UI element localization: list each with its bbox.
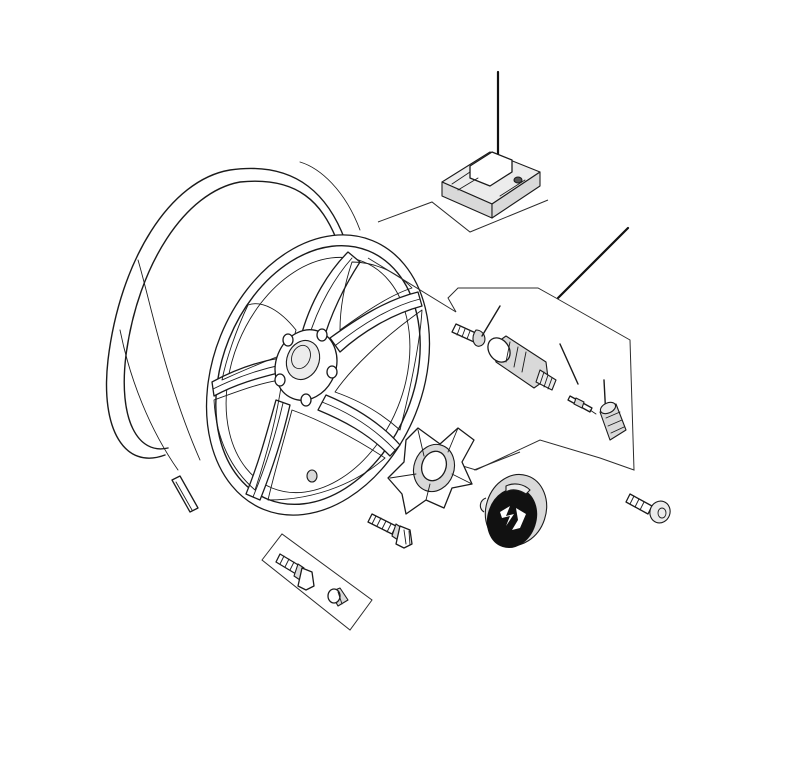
spoke-bottom-ridge — [252, 402, 284, 498]
valve-cap-top — [599, 401, 617, 415]
valve-stem — [487, 335, 557, 391]
valve-stem-tip-lines — [539, 371, 553, 390]
wheel-rim[interactable] — [105, 161, 470, 549]
callout-line-valve-kit — [556, 226, 630, 300]
locking-bolt — [275, 553, 315, 591]
callout-line-valve-core — [559, 343, 579, 385]
valve-core-pin — [589, 409, 597, 415]
lug-hole-5 — [282, 333, 294, 347]
rim-hub-bore-inner — [291, 344, 311, 370]
locking-bolt-head — [297, 567, 315, 591]
wheel-bolt-head — [395, 525, 413, 549]
spoke-left — [211, 357, 283, 397]
valve-hole — [306, 469, 318, 483]
tpms-port — [513, 176, 523, 184]
locking-bolt-kit[interactable] — [261, 533, 373, 631]
center-cap-leader — [473, 451, 521, 471]
locking-key-detail — [337, 591, 343, 605]
rim-barrel-line-lower — [119, 329, 179, 471]
spoke-bottom — [245, 399, 291, 501]
window-upper-left — [221, 303, 297, 381]
adapter-bolt-socket — [657, 507, 667, 519]
window-right — [334, 309, 423, 431]
rim-barrel-line-top — [299, 161, 361, 231]
adapter-bore — [420, 450, 448, 482]
center-hub-adapter[interactable] — [387, 427, 475, 515]
valve-kit-frame — [447, 287, 635, 471]
rim-back-edge — [105, 167, 346, 459]
lug-hole-2 — [326, 365, 338, 379]
center-cap-emblem[interactable] — [476, 466, 555, 553]
callout-line-valve-screw — [481, 305, 501, 337]
locking-bolt-thread — [279, 555, 295, 571]
spoke-upper-right-ridge — [335, 298, 421, 346]
rim-back-edge-inner — [123, 180, 337, 450]
locking-key-end — [327, 588, 341, 604]
balance-weight[interactable] — [171, 475, 199, 513]
adapter-ridge — [389, 427, 473, 501]
tpms-top-block — [469, 151, 513, 187]
valve-stem-rings — [505, 341, 527, 373]
wheel-bolt[interactable] — [367, 513, 413, 549]
center-cap-tab-top — [505, 483, 531, 495]
balance-weight-clip-inner — [175, 481, 193, 511]
valve-core-mid — [573, 397, 585, 409]
window-bottom — [267, 409, 386, 501]
spoke-left-ridge — [212, 364, 282, 390]
rim-barrel-line-mid — [137, 259, 201, 461]
center-cap-logo — [500, 506, 526, 530]
wheel-bolt-thread — [371, 515, 392, 533]
lug-hole-3 — [300, 393, 312, 407]
valve-screw-head — [472, 329, 486, 347]
tpms-frame — [377, 199, 549, 233]
lug-hole-1 — [316, 328, 328, 342]
tpms-body-front — [491, 171, 541, 219]
locking-kit-frame — [261, 533, 373, 631]
valve-kit-group[interactable] — [367, 226, 635, 471]
valve-screw — [451, 323, 486, 347]
valve-core — [567, 395, 597, 415]
locking-key — [327, 587, 349, 607]
lug-hole-4 — [274, 373, 286, 387]
center-cap-tab — [479, 497, 487, 513]
valve-cap-ribs — [605, 411, 625, 434]
adapter-bolt-head — [649, 500, 671, 524]
adapter-bolt[interactable] — [625, 493, 673, 526]
window-left — [213, 379, 283, 491]
spoke-top — [299, 251, 361, 346]
wheel-bolt-head-facets — [403, 529, 411, 546]
tpms-sensor — [441, 151, 541, 219]
window-upper-right — [339, 261, 413, 331]
valve-kit-leader — [367, 257, 457, 313]
valve-screw-thread — [456, 326, 471, 340]
valve-cap — [599, 401, 627, 441]
balance-weight-clip — [171, 475, 199, 513]
tpms-sensor-group[interactable] — [377, 70, 549, 233]
spoke-lower-right — [317, 394, 401, 457]
spoke-lower-right-ridge — [321, 401, 396, 451]
rim-front-inner — [225, 256, 411, 494]
adapter-bolt-thread — [629, 495, 645, 511]
